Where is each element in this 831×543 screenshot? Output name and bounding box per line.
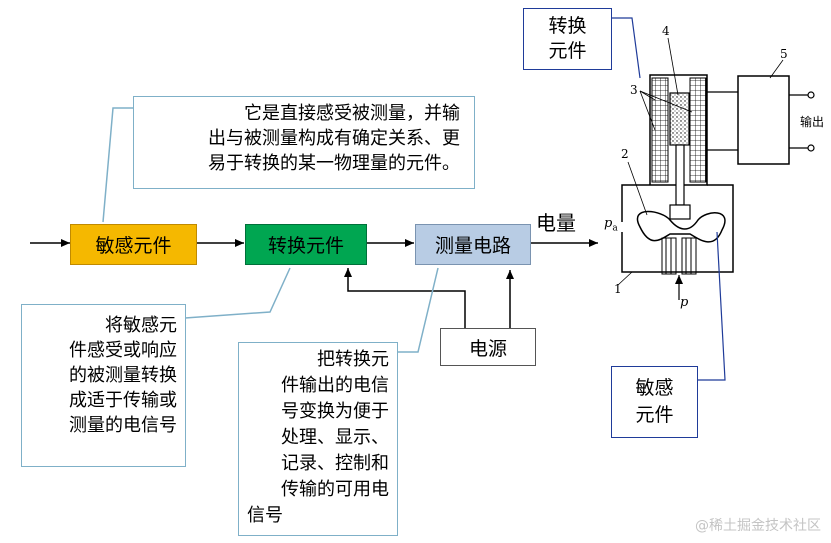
callout-pointer-circuit: [398, 267, 439, 353]
part-number-2: 2: [621, 147, 629, 161]
conversion-element-label: 转换元件: [267, 235, 344, 257]
measuring-circuit-block: [737, 75, 790, 165]
part-number-5: 5: [780, 47, 788, 61]
sensing-element-box: 敏感元件: [70, 224, 197, 265]
measuring-circuit-label: 测量电路: [434, 235, 511, 257]
p-label: p: [680, 295, 689, 310]
output-label: 电量: [536, 211, 576, 235]
push-rod: [675, 144, 685, 206]
watermark: @稀土掘金技术社区: [695, 518, 821, 534]
callout-pointer-sensing: [102, 107, 135, 223]
output-terminal-bottom: [807, 144, 815, 152]
power-supply-box: 电源: [440, 328, 536, 366]
callout-measuring-circuit: 把转换元 件输出的电信 号变换为便于 处理、显示、 记录、控制和 传输的可用电 …: [238, 342, 398, 536]
output-text: 输出: [800, 115, 825, 129]
output-terminal-top: [807, 91, 815, 99]
callout-pointer-conversion: [184, 267, 291, 319]
power-to-conversion-line: [344, 268, 466, 328]
inlet-right: [681, 237, 697, 275]
conversion-element-callout: 转换 元件: [523, 8, 612, 70]
part-number-4: 4: [662, 24, 670, 38]
iron-core: [669, 92, 690, 146]
pa-label: pa: [604, 216, 618, 234]
inlet-left: [661, 237, 677, 275]
coil-left: [651, 77, 669, 183]
conversion-element-box: 转换元件: [245, 224, 367, 265]
part-number-3: 3: [630, 83, 638, 97]
power-supply-label: 电源: [468, 337, 507, 360]
housing-lower: [621, 184, 734, 273]
callout-sensing-element: 它是直接感受被测量，并输 出与被测量构成有确定关系、更 易于转换的某一物理量的元…: [133, 96, 475, 189]
part-number-1: 1: [614, 282, 622, 296]
sensing-element-callout: 敏感 元件: [611, 366, 698, 438]
coil-right: [689, 77, 707, 183]
pointer-conversion: [612, 17, 641, 79]
measuring-circuit-box: 测量电路: [415, 224, 531, 265]
pointer-sensing: [698, 231, 726, 381]
callout-conversion-element: 将敏感元 件感受或响应 的被测量转换 成适于传输或 测量的电信号: [21, 304, 186, 467]
diaphragm-capsule: [636, 210, 726, 243]
sensing-element-label: 敏感元件: [95, 235, 172, 257]
